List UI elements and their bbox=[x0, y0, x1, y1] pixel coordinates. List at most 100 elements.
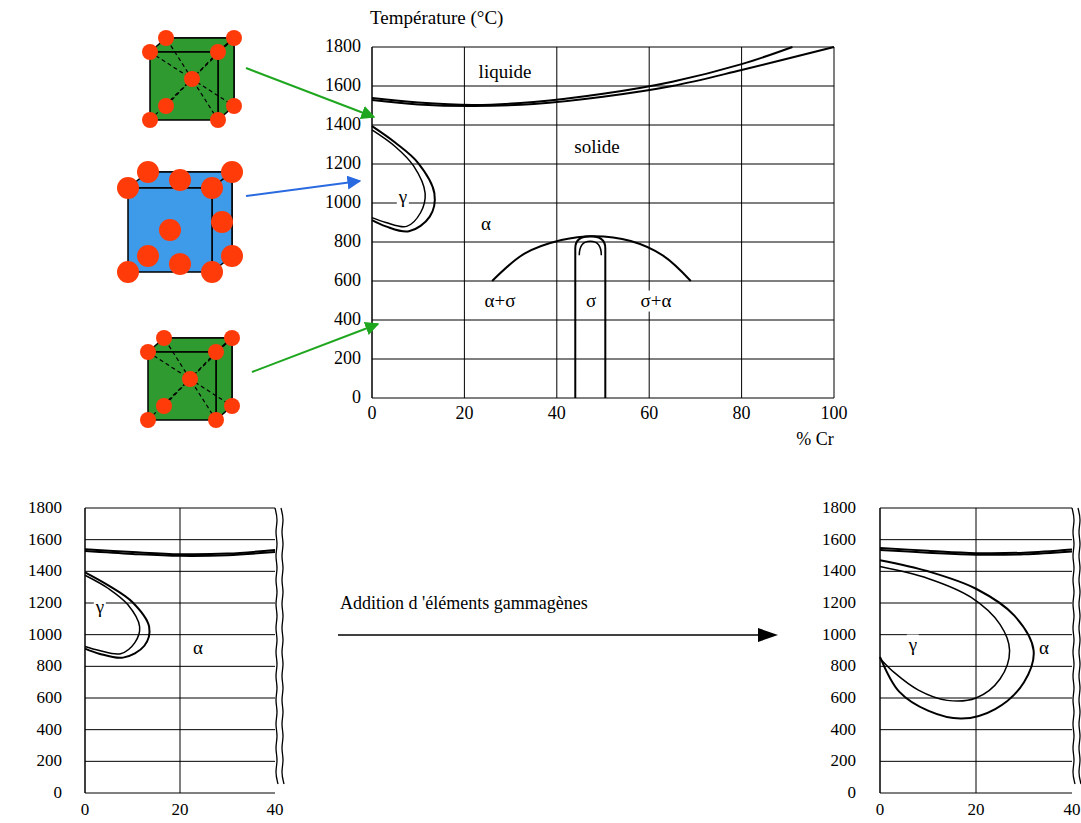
tick-label: 800 bbox=[37, 657, 63, 676]
arrow-head bbox=[758, 628, 778, 642]
grid-line bbox=[372, 164, 834, 165]
tick-label: 1400 bbox=[325, 115, 361, 135]
phase-label: solide bbox=[572, 137, 621, 158]
grid-line bbox=[372, 359, 834, 360]
gamma-loop bbox=[372, 126, 435, 231]
tick-label: 40 bbox=[267, 801, 284, 820]
grid-line bbox=[372, 47, 834, 48]
tick-label: 1800 bbox=[822, 499, 856, 518]
phase-label: σ+α bbox=[639, 291, 674, 312]
phase-label: γ bbox=[94, 597, 106, 618]
grid-line bbox=[741, 47, 742, 398]
tick-label: 400 bbox=[831, 720, 857, 739]
liquidus-line bbox=[372, 47, 792, 105]
right-grid bbox=[880, 508, 1081, 793]
tick-label: 600 bbox=[37, 689, 63, 708]
phase-label: α bbox=[191, 638, 205, 659]
break-line bbox=[1078, 508, 1081, 784]
tick-label: 0 bbox=[368, 404, 377, 424]
grid-line bbox=[976, 508, 977, 793]
tick-label: 60 bbox=[640, 404, 658, 424]
gamma-loop bbox=[85, 572, 149, 658]
tick-label: 20 bbox=[968, 801, 985, 820]
break-line bbox=[1072, 508, 1075, 784]
phase-label: α+σ bbox=[483, 291, 518, 312]
grid-line bbox=[372, 320, 834, 321]
gamma-loop bbox=[880, 560, 1034, 718]
tick-label: 1400 bbox=[28, 562, 62, 581]
tick-label: 1200 bbox=[28, 594, 62, 613]
break-line bbox=[275, 508, 278, 784]
tick-label: 1600 bbox=[28, 530, 62, 549]
left-grid bbox=[85, 508, 284, 793]
tick-label: 0 bbox=[54, 784, 63, 803]
tick-label: 400 bbox=[334, 310, 361, 330]
bcc-cell bbox=[142, 30, 242, 128]
tick-label: 1200 bbox=[325, 154, 361, 174]
sigma-dome bbox=[492, 236, 691, 281]
pointer-arrow bbox=[252, 324, 378, 372]
tick-label: 0 bbox=[876, 801, 885, 820]
sigma-field bbox=[579, 241, 601, 255]
tick-label: 1600 bbox=[822, 530, 856, 549]
grid-line bbox=[372, 203, 834, 204]
main-grid bbox=[372, 47, 834, 398]
tick-label: 1800 bbox=[325, 37, 361, 57]
tick-label: 200 bbox=[334, 349, 361, 369]
grid-line bbox=[180, 508, 181, 793]
fcc-cell bbox=[117, 161, 243, 283]
tick-label: 0 bbox=[81, 801, 90, 820]
phase-label: γ bbox=[397, 187, 409, 208]
tick-label: 0 bbox=[352, 388, 361, 408]
tick-label: 600 bbox=[334, 271, 361, 291]
tick-label: 600 bbox=[831, 689, 857, 708]
grid-line bbox=[372, 125, 834, 126]
phase-label: σ bbox=[586, 291, 596, 312]
tick-label: 1000 bbox=[28, 625, 62, 644]
tick-label: 100 bbox=[821, 404, 848, 424]
sigma-field bbox=[575, 236, 605, 398]
tick-label: 400 bbox=[37, 720, 63, 739]
bcc-cell bbox=[140, 330, 240, 428]
phase-label: α bbox=[1037, 638, 1051, 659]
tick-label: 1200 bbox=[822, 594, 856, 613]
annotation: Addition d 'éléments gammagènes bbox=[340, 594, 588, 614]
tick-label: 40 bbox=[1064, 801, 1081, 820]
axis-title: % Cr bbox=[796, 430, 834, 450]
tick-label: 40 bbox=[548, 404, 566, 424]
grid-line bbox=[464, 47, 465, 398]
phase-label: γ bbox=[907, 635, 919, 656]
solidus-line bbox=[85, 551, 275, 556]
tick-label: 800 bbox=[334, 232, 361, 252]
grid-line bbox=[834, 47, 835, 398]
tick-label: 1800 bbox=[28, 499, 62, 518]
grid-line bbox=[649, 47, 650, 398]
pointer-arrow bbox=[246, 68, 374, 117]
grid-line bbox=[372, 398, 834, 399]
break-line bbox=[281, 508, 284, 784]
tick-label: 1400 bbox=[822, 562, 856, 581]
gamma-loop bbox=[880, 567, 1010, 701]
tick-label: 80 bbox=[733, 404, 751, 424]
tick-label: 20 bbox=[172, 801, 189, 820]
gamma-loop bbox=[85, 575, 140, 654]
tick-label: 1000 bbox=[325, 193, 361, 213]
solidus-line bbox=[372, 47, 834, 106]
tick-label: 200 bbox=[831, 752, 857, 771]
grid-line bbox=[372, 86, 834, 87]
grid-line bbox=[372, 281, 834, 282]
phase-label: α bbox=[479, 214, 493, 235]
tick-label: 1600 bbox=[325, 76, 361, 96]
transition-arrow bbox=[338, 634, 758, 636]
tick-label: 200 bbox=[37, 752, 63, 771]
axis-title: Température (°C) bbox=[370, 8, 503, 29]
tick-label: 0 bbox=[848, 784, 857, 803]
tick-label: 1000 bbox=[822, 625, 856, 644]
phase-label: liquide bbox=[477, 62, 534, 83]
tick-label: 20 bbox=[455, 404, 473, 424]
solidus-line bbox=[880, 550, 1072, 555]
gamma-loop bbox=[372, 130, 425, 227]
